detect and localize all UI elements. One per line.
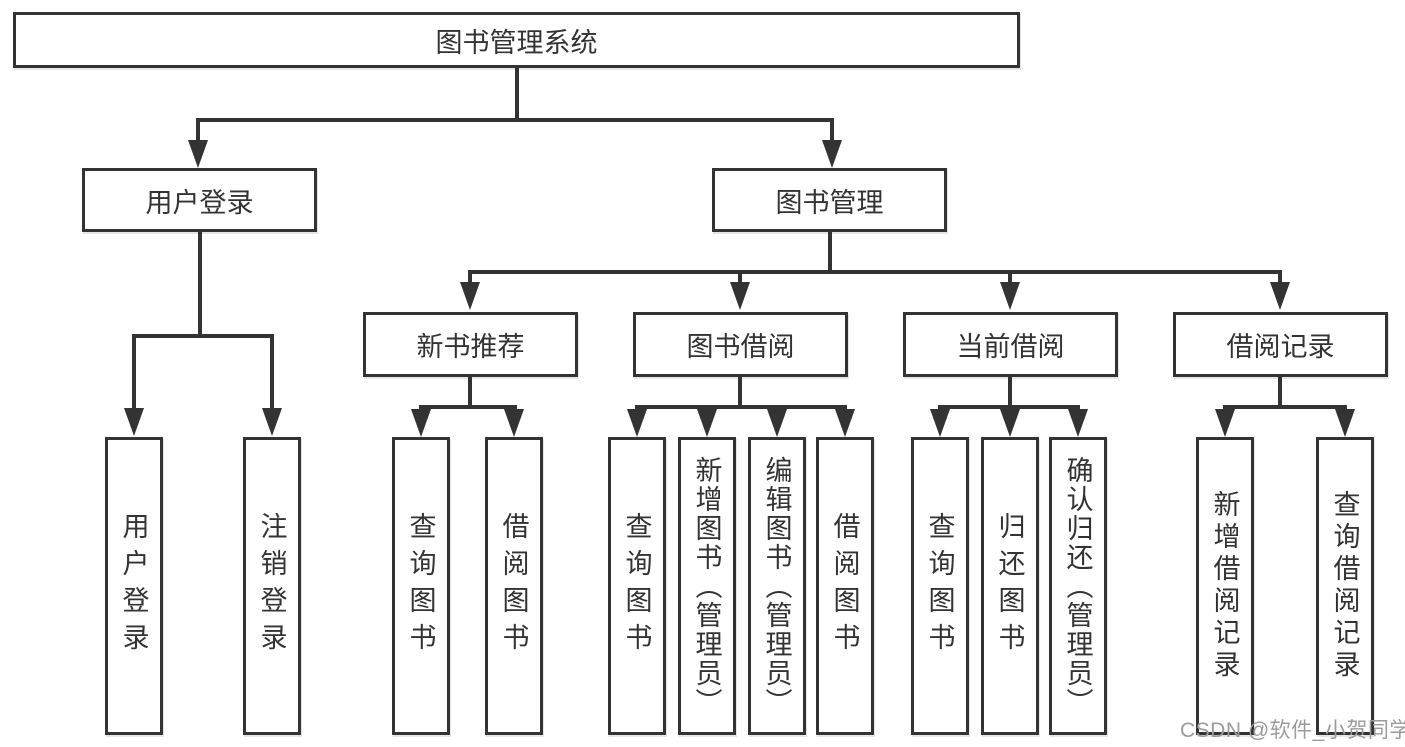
connector-current-borrowing-shaft [1008, 270, 1012, 284]
node-user-login: 用户登录 [82, 168, 317, 232]
connector-root-shaft [515, 67, 519, 120]
connector-borrowing-records-bar [1223, 405, 1347, 409]
arrow-down-icon [1000, 409, 1020, 437]
leaf-query-books-recommend: 查询图书 [392, 437, 450, 735]
connector-new-book-bar [419, 405, 517, 409]
connector-user-login-down [198, 230, 202, 336]
arrow-down-icon [697, 409, 717, 437]
arrow-down-icon [835, 409, 855, 437]
arrow-down-icon [1270, 282, 1290, 310]
connector-borrowing-records-down [1278, 375, 1282, 407]
arrow-down-icon [822, 140, 842, 168]
leaf-borrow-books-borrowing: 借阅图书 [816, 437, 874, 735]
connector-new-book-shaft [468, 270, 472, 284]
connector-book-borrowing-down [738, 375, 742, 407]
node-current-borrowing-label: 当前借阅 [956, 332, 1065, 362]
connector-book-borrowing-bar [635, 405, 847, 409]
node-current-borrowing: 当前借阅 [903, 312, 1118, 377]
node-borrowing-records: 借阅记录 [1173, 312, 1388, 377]
arrow-down-icon [411, 409, 431, 437]
leaf-add-books-admin: 新增图书（管理员） [678, 437, 736, 735]
node-new-book-recommend-label: 新书推荐 [416, 332, 525, 362]
connector-leaf-logout-shaft [270, 334, 274, 410]
csdn-watermark: CSDN @软件_小贺同学 [1180, 719, 1405, 742]
arrow-down-icon [1215, 409, 1235, 437]
connector-user-login-bar [132, 334, 274, 338]
connector-current-borrowing-down [1008, 375, 1012, 407]
leaf-logout-login: 注销登录 [243, 437, 301, 735]
arrow-down-icon [1000, 282, 1020, 310]
node-book-borrowing-label: 图书借阅 [686, 332, 795, 362]
arrow-down-icon [930, 409, 950, 437]
node-book-management: 图书管理 [712, 168, 947, 232]
arrow-down-icon [767, 409, 787, 437]
node-root-label: 图书管理系统 [435, 27, 598, 58]
leaf-query-books-borrowing: 查询图书 [608, 437, 666, 735]
node-user-login-label: 用户登录 [145, 187, 254, 218]
leaf-user-login: 用户登录 [105, 437, 163, 735]
connector-level2-bar [196, 118, 834, 122]
arrow-down-icon [504, 409, 524, 437]
node-borrowing-records-label: 借阅记录 [1226, 332, 1335, 362]
connector-level3-bar [468, 270, 1282, 274]
arrow-down-icon [1335, 409, 1355, 437]
leaf-add-borrow-record: 新增借阅记录 [1196, 437, 1254, 735]
leaf-query-books-current: 查询图书 [911, 437, 969, 735]
node-new-book-recommend: 新书推荐 [363, 312, 578, 377]
arrow-down-icon [460, 282, 480, 310]
arrow-down-icon [262, 408, 282, 436]
leaf-query-borrow-record: 查询借阅记录 [1316, 437, 1374, 735]
connector-borrowing-records-shaft [1278, 270, 1282, 284]
connector-new-book-down [468, 375, 472, 407]
leaf-edit-books-admin: 编辑图书（管理员） [748, 437, 806, 735]
connector-user-login-shaft [196, 118, 200, 144]
arrow-down-icon [627, 409, 647, 437]
connector-leaf-user-login-shaft [132, 334, 136, 410]
connector-book-management-down [828, 230, 832, 274]
arrow-down-icon [730, 282, 750, 310]
arrow-down-icon [188, 140, 208, 168]
node-book-borrowing: 图书借阅 [633, 312, 848, 377]
leaf-confirm-return-admin: 确认归还（管理员） [1049, 437, 1107, 735]
leaf-return-books: 归还图书 [981, 437, 1039, 735]
arrow-down-icon [124, 408, 144, 436]
connector-book-borrowing-shaft [738, 270, 742, 284]
connector-current-borrowing-bar [938, 405, 1080, 409]
arrow-down-icon [1068, 409, 1088, 437]
node-book-management-label: 图书管理 [775, 187, 884, 218]
leaf-borrow-books-recommend: 借阅图书 [485, 437, 543, 735]
connector-book-management-shaft [830, 118, 834, 144]
node-root: 图书管理系统 [13, 12, 1020, 68]
